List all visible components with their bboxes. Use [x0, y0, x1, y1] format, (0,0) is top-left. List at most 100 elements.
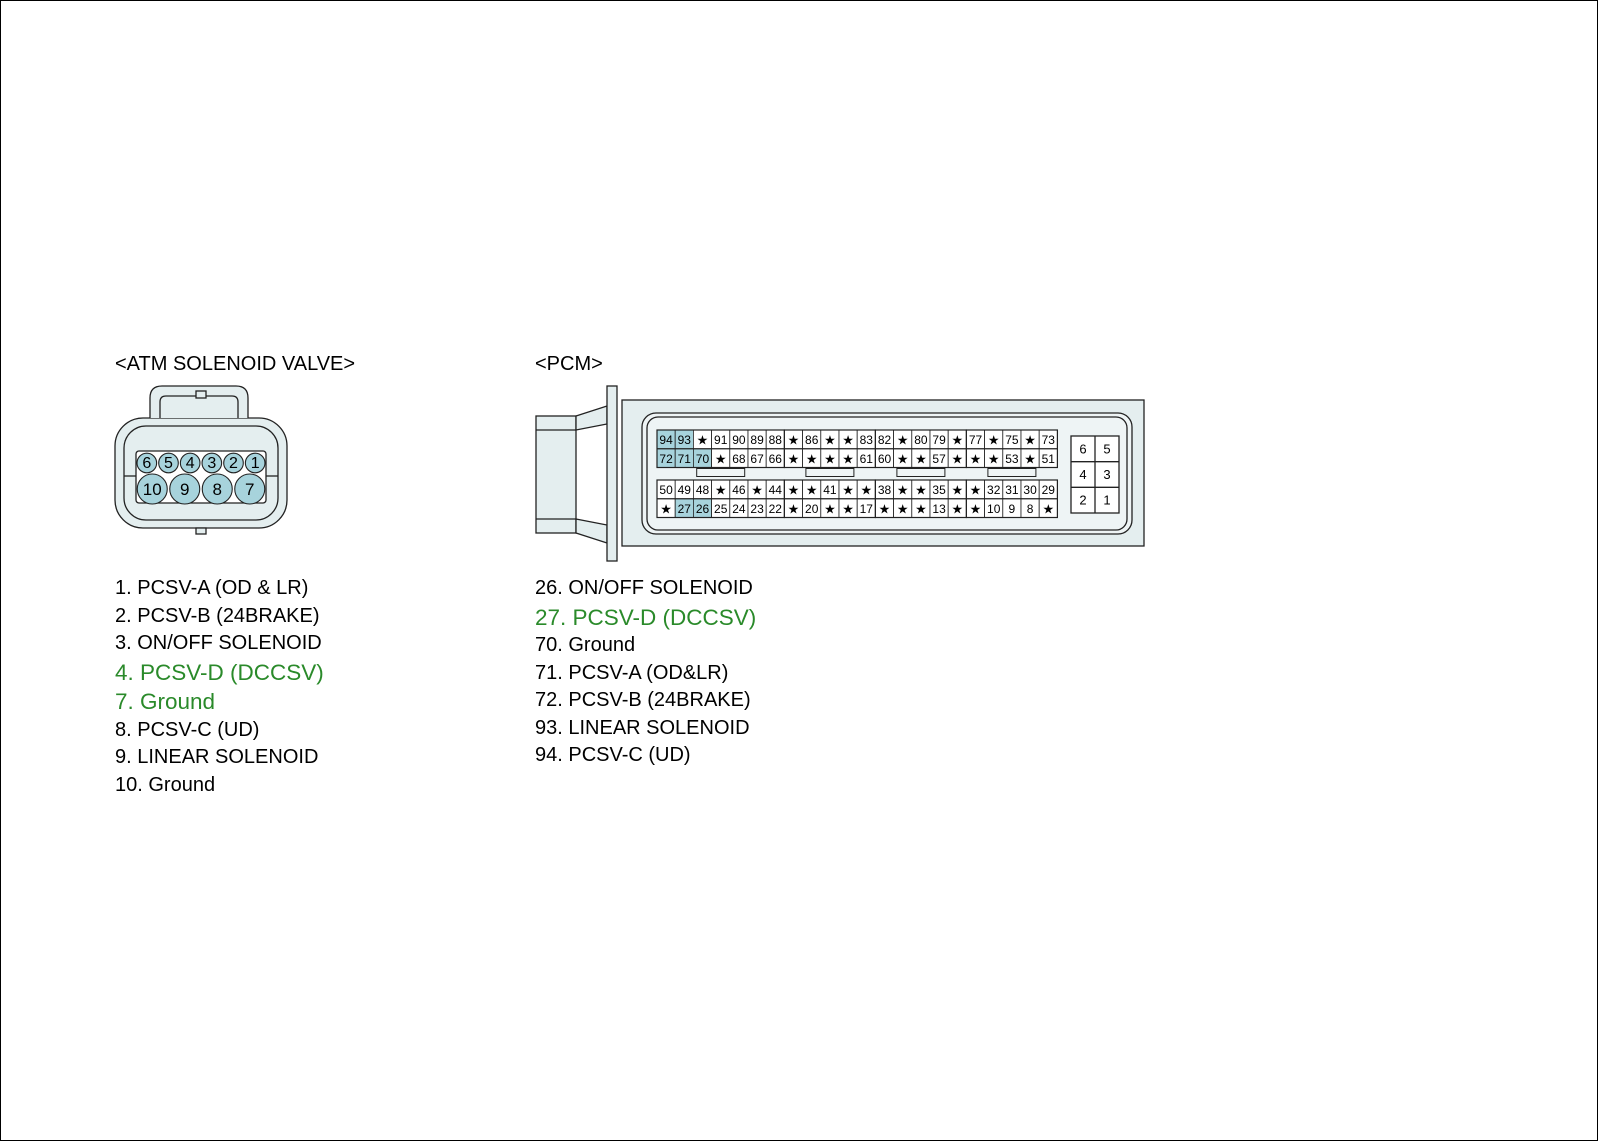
pcm-pin-9: 9 — [1009, 502, 1016, 516]
pcm-pin-79: 79 — [932, 433, 946, 447]
pcm-pin-description: 26. ON/OFF SOLENOID — [535, 577, 753, 599]
atm-pin-list: 1. PCSV-A (OD & LR) 2. PCSV-B (24BRAKE) 3.… — [115, 575, 324, 799]
atm-pin-10 — [136, 473, 168, 505]
pcm-unused-pin: ★ — [951, 432, 963, 447]
pcm-pin-27: 27 — [678, 502, 692, 516]
pcm-unused-pin: ★ — [842, 451, 854, 466]
pcm-pin-23: 23 — [750, 502, 764, 516]
pcm-unused-pin: ★ — [879, 501, 891, 516]
atm-connector-key — [195, 527, 207, 535]
pcm-pin-31: 31 — [1005, 483, 1019, 497]
pcm-unused-pin: ★ — [842, 432, 854, 447]
atm-pin-label-10: 10 — [143, 480, 162, 499]
pcm-pin-60: 60 — [878, 452, 892, 466]
pcm-pin-86: 86 — [805, 433, 819, 447]
pcm-pin-description: 94. PCSV-C (UD) — [535, 744, 691, 766]
pcm-unused-pin: ★ — [915, 451, 927, 466]
atm-pin-description: 3. ON/OFF SOLENOID — [115, 632, 322, 654]
atm-pin-description: 2. PCSV-B (24BRAKE) — [115, 604, 320, 627]
pcm-pin-94: 94 — [659, 433, 673, 447]
atm-pin-label-7: 7 — [245, 480, 254, 499]
pcm-pin-90: 90 — [732, 433, 746, 447]
pcm-power-pin-2: 2 — [1079, 493, 1086, 508]
pcm-unused-pin: ★ — [824, 432, 836, 447]
pcm-power-pin-4: 4 — [1079, 467, 1086, 482]
pcm-pin-description: 72. PCSV-B (24BRAKE) — [535, 689, 751, 711]
pcm-pin-group — [965, 479, 1059, 519]
atm-pin-1 — [244, 452, 266, 474]
atm-pin-description: 1. PCSV-A (OD & LR) — [115, 577, 309, 599]
pcm-unused-pin: ★ — [751, 482, 763, 497]
atm-pin-description: 7. Ground — [115, 689, 216, 714]
pcm-pin-group — [965, 429, 1059, 469]
pcm-pin-67: 67 — [750, 452, 764, 466]
pcm-unused-pin: ★ — [897, 451, 909, 466]
atm-connector-latch-inner — [159, 395, 239, 418]
atm-pin-label-9: 9 — [180, 480, 189, 499]
pcm-side-clip-bottom — [575, 518, 608, 544]
atm-pin-7 — [234, 473, 266, 505]
pcm-pin-53: 53 — [1005, 452, 1019, 466]
pcm-power-pin-1: 1 — [1103, 493, 1110, 508]
pcm-unused-pin: ★ — [988, 451, 1000, 466]
atm-pin-4 — [179, 452, 201, 474]
pcm-pin-list: 26. ON/OFF SOLENOID 27. PCSV-D (DCCSV) 70.… — [535, 575, 756, 770]
pcm-pin-8: 8 — [1027, 502, 1034, 516]
pcm-pin-88: 88 — [769, 433, 783, 447]
pcm-unused-pin: ★ — [951, 482, 963, 497]
pcm-power-pin-5: 5 — [1103, 441, 1110, 456]
pcm-pin-51: 51 — [1042, 452, 1056, 466]
pcm-unused-pin: ★ — [806, 482, 818, 497]
pcm-pin-32: 32 — [987, 483, 1001, 497]
atm-pin-8 — [201, 473, 233, 505]
atm-connector-latch-tab — [195, 390, 207, 399]
atm-pin-5 — [158, 452, 179, 474]
pcm-unused-pin: ★ — [860, 482, 872, 497]
atm-pin-label-6: 6 — [142, 455, 151, 472]
pcm-unused-pin: ★ — [1024, 432, 1036, 447]
pcm-unused-pin: ★ — [897, 501, 909, 516]
atm-pin-label-3: 3 — [207, 455, 216, 472]
pcm-pin-description: 70. Ground — [535, 634, 636, 656]
pcm-pin-22: 22 — [769, 502, 783, 516]
pcm-unused-pin: ★ — [715, 482, 727, 497]
pcm-side-clip-top — [575, 405, 608, 431]
pcm-unused-pin: ★ — [824, 451, 836, 466]
pcm-unused-pin: ★ — [970, 451, 982, 466]
pcm-pin-46: 46 — [732, 483, 746, 497]
pcm-unused-pin: ★ — [788, 482, 800, 497]
pcm-unused-pin: ★ — [660, 501, 672, 516]
pcm-connector-keys — [696, 468, 1037, 477]
pcm-pin-80: 80 — [914, 433, 928, 447]
pcm-unused-pin: ★ — [788, 432, 800, 447]
pcm-pin-73: 73 — [1042, 433, 1056, 447]
atm-bottom-pin-row: 10 9 8 7 — [136, 473, 266, 505]
pcm-pin-82: 82 — [878, 433, 892, 447]
pcm-unused-pin: ★ — [824, 501, 836, 516]
pcm-pin-68: 68 — [732, 452, 746, 466]
pcm-unused-pin: ★ — [951, 451, 963, 466]
pcm-unused-pin: ★ — [842, 501, 854, 516]
pcm-pin-13: 13 — [932, 502, 946, 516]
pcm-unused-pin: ★ — [788, 451, 800, 466]
pcm-pin-71: 71 — [678, 452, 692, 466]
atm-pin-label-4: 4 — [186, 455, 195, 472]
pcm-pin-24: 24 — [732, 502, 746, 516]
pcm-pin-44: 44 — [769, 483, 783, 497]
pcm-connector-flange — [606, 385, 618, 562]
pcm-pin-description: 27. PCSV-D (DCCSV) — [535, 604, 757, 630]
pcm-pin-57: 57 — [932, 452, 946, 466]
atm-pin-description: 10. Ground — [115, 773, 216, 796]
pcm-pin-70: 70 — [696, 452, 710, 466]
pcm-unused-pin: ★ — [970, 482, 982, 497]
pcm-unused-pin: ★ — [970, 501, 982, 516]
pcm-power-pin-3: 3 — [1103, 467, 1110, 482]
atm-pin-label-5: 5 — [164, 455, 173, 472]
pcm-unused-pin: ★ — [915, 482, 927, 497]
atm-pin-label-8: 8 — [213, 480, 222, 499]
pcm-pin-29: 29 — [1042, 483, 1056, 497]
pcm-unused-pin: ★ — [806, 451, 818, 466]
